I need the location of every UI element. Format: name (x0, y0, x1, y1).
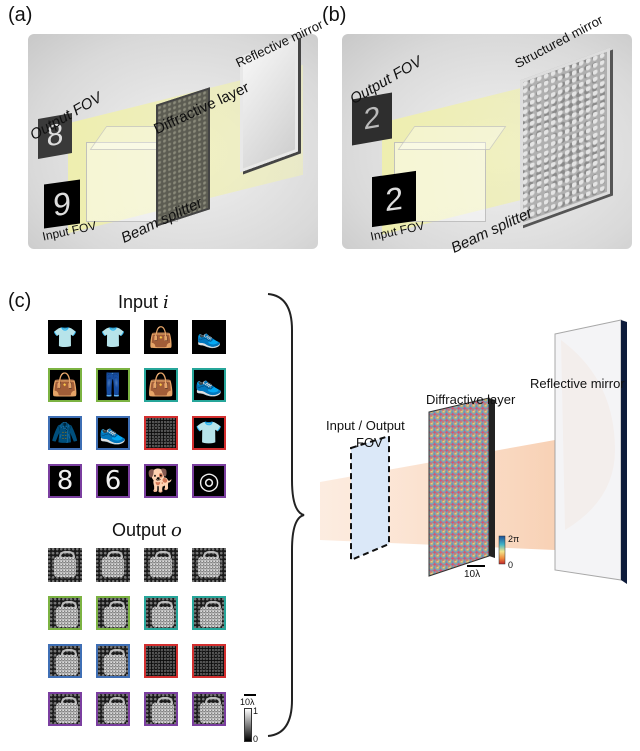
input-tile-bag: 👜 (144, 368, 178, 402)
input-tile-tshirt: 👕 (192, 416, 226, 450)
phase-min-label: 0 (508, 560, 514, 570)
input-tile-bag: 👜 (48, 368, 82, 402)
output-tile (96, 692, 130, 726)
input-tile-tshirt: 👕 (96, 320, 130, 354)
output-tile (48, 596, 82, 630)
output-tile (192, 644, 226, 678)
output-tile (144, 596, 178, 630)
input-digit: 2 (385, 179, 403, 219)
output-grid (44, 544, 234, 742)
input-tile-dog: 🐕 (144, 464, 178, 498)
fov-label-line2: FOV (356, 435, 383, 450)
output-tile (48, 548, 82, 582)
input-grid: 👕 👕 👜 👟 👜 👖 👜 👟 🧥 👟 👕 8 6 🐕 ◎ (44, 316, 234, 514)
panel-a-label: (a) (8, 4, 33, 26)
output-tile (96, 596, 130, 630)
output-var: o (171, 520, 182, 541)
fov-plane (350, 434, 390, 562)
phase-colorbar (498, 535, 506, 565)
reflective-mirror-label: Reflective mirror (530, 376, 625, 391)
output-title-text: Output (112, 520, 172, 540)
output-tile (192, 692, 226, 726)
output-tile (192, 596, 226, 630)
input-tile-noise (144, 416, 178, 450)
input-tile-digit-8: 8 (48, 464, 82, 498)
intensity-max-label: 1 (253, 706, 259, 716)
fov-label-line1: Input / Output (326, 418, 405, 433)
beam-splitter-top (397, 126, 507, 150)
input-tile-sneaker: 👟 (192, 368, 226, 402)
diffractive-layer-label: Diffractive layer (426, 392, 516, 407)
panel-a-scene: 8 9 (28, 34, 318, 249)
curly-brace (267, 293, 305, 737)
diffractive-layer-edge (489, 398, 495, 558)
output-tile (192, 548, 226, 582)
output-tile (96, 644, 130, 678)
input-tile-digit-6: 6 (96, 464, 130, 498)
panel-c-schematic (320, 319, 627, 584)
input-tile-sneaker: 👟 (96, 416, 130, 450)
input-tile-bag: 👜 (144, 320, 178, 354)
panel-b-scene: 2 2 (342, 34, 632, 249)
output-tile (144, 692, 178, 726)
output-title: Output o (112, 520, 182, 541)
panel-c-label: (c) (8, 290, 32, 312)
output-tile (144, 644, 178, 678)
diffractive-scale-label: 10λ (464, 569, 481, 580)
structured-mirror-plate (520, 47, 610, 227)
input-fov-panel: 9 (44, 179, 80, 229)
intensity-colorbar (244, 708, 252, 742)
input-tile-coat: 🧥 (48, 416, 82, 450)
panel-b-label: (b) (322, 4, 347, 26)
output-tile (96, 548, 130, 582)
reflective-mirror-plate (554, 319, 622, 581)
diffractive-layer-plate (428, 397, 490, 577)
input-tile-ring: ◎ (192, 464, 226, 498)
input-tile-sneaker: 👟 (192, 320, 226, 354)
input-title: Input i (118, 292, 169, 313)
input-tile-trouser: 👖 (96, 368, 130, 402)
output-scale-bar (244, 694, 256, 696)
output-scale-label: 10λ (240, 697, 255, 707)
output-tile (48, 692, 82, 726)
output-tile (144, 548, 178, 582)
input-title-text: Input (118, 292, 164, 312)
input-fov-panel: 2 (372, 170, 416, 228)
mirror-back-edge (621, 320, 627, 584)
output-tile (48, 644, 82, 678)
input-var: i (163, 292, 169, 313)
input-tile-shirt: 👕 (48, 320, 82, 354)
phase-max-label: 2π (508, 534, 520, 544)
input-digit: 9 (53, 184, 71, 224)
intensity-min-label: 0 (253, 734, 259, 744)
